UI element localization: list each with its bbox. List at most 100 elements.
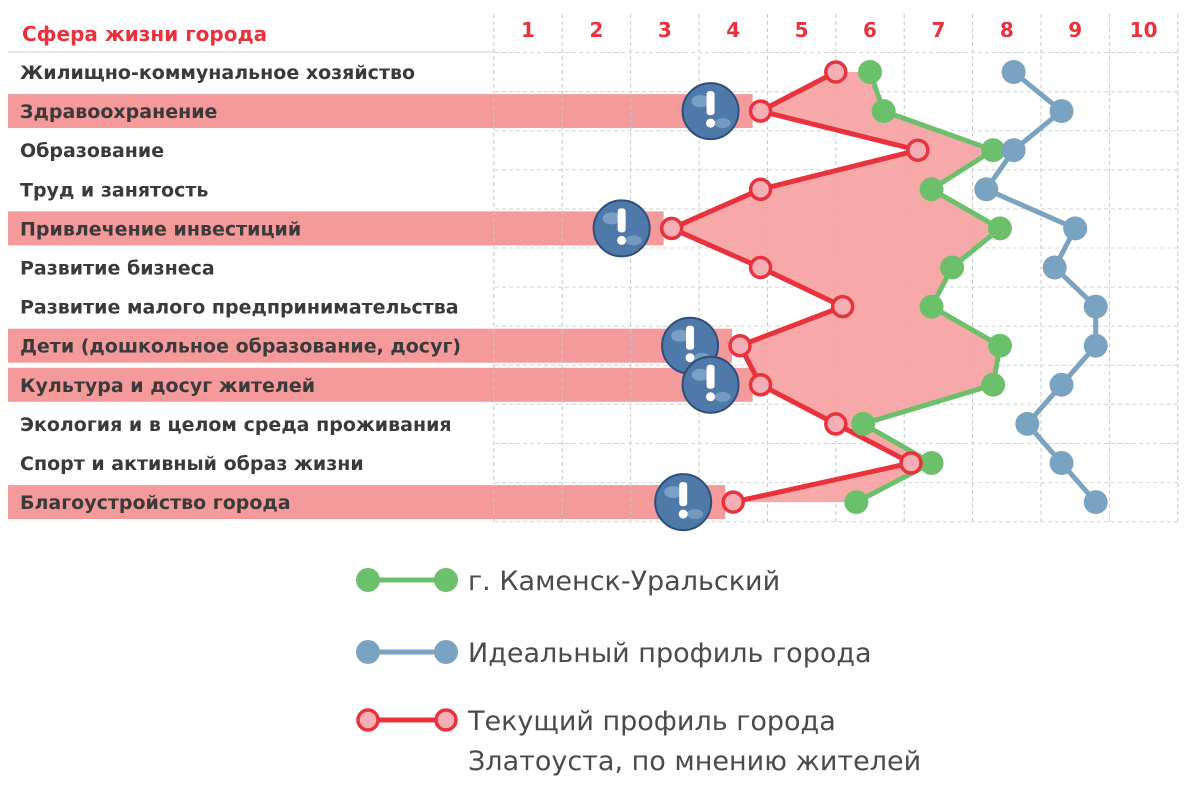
exclamation-globe-icon — [681, 82, 740, 141]
category-label: Развитие малого предпринимательства — [20, 297, 459, 319]
globe-continent — [625, 235, 642, 246]
point-kamensk — [987, 216, 1012, 241]
globe-continent — [691, 368, 710, 381]
x-tick-label: 3 — [658, 18, 672, 42]
point-ideal — [1083, 490, 1108, 515]
point-ideal — [1049, 451, 1074, 475]
point-zlatoust — [659, 216, 684, 241]
legend-label: Златоуста, по мнению жителей — [468, 746, 921, 777]
globe-continent — [691, 95, 710, 108]
point-zlatoust — [824, 60, 848, 84]
point-ideal — [1049, 99, 1074, 124]
point-kamensk — [981, 372, 1006, 397]
exclamation-globe-icon — [681, 355, 740, 414]
legend-item-kamensk: г. Каменск-Уральский — [356, 566, 780, 597]
x-tick-label: 2 — [589, 18, 603, 42]
point-kamensk — [919, 177, 944, 202]
highlight-band — [8, 367, 753, 402]
exclamation-bar — [706, 91, 715, 116]
legend-marker — [356, 640, 380, 664]
legend-marker — [434, 708, 458, 732]
highlight-band — [8, 94, 753, 129]
highlight-band — [8, 328, 733, 363]
category-labels: Жилищно-коммунальное хозяйствоЗдравоохра… — [20, 62, 461, 514]
point-zlatoust — [899, 451, 923, 475]
category-label: Культура и досуг жителей — [20, 375, 315, 397]
point-ideal — [1001, 138, 1026, 163]
globe-continent — [671, 329, 690, 342]
gap-area-fill — [671, 72, 1000, 503]
point-zlatoust — [748, 373, 773, 397]
warning-icons — [592, 82, 740, 532]
point-zlatoust — [748, 255, 773, 280]
gap-area — [671, 72, 1000, 503]
series-points — [659, 60, 1108, 515]
point-ideal — [1063, 216, 1088, 241]
point-zlatoust — [748, 99, 773, 123]
exclamation-dot — [678, 509, 688, 519]
category-label: Привлечение инвестиций — [20, 218, 301, 240]
point-ideal — [1083, 294, 1108, 319]
point-zlatoust — [748, 177, 773, 202]
category-label: Спорт и активный образ жизни — [20, 453, 364, 475]
point-kamensk — [844, 490, 869, 515]
x-tick-label: 8 — [1000, 18, 1014, 42]
legend-label: Текущий профиль города — [467, 706, 836, 737]
legend-marker — [356, 568, 380, 592]
exclamation-bar — [686, 325, 695, 350]
exclamation-bar — [706, 364, 715, 389]
exclamation-dot — [685, 353, 695, 363]
exclamation-globe-icon — [592, 199, 651, 258]
point-kamensk — [858, 60, 882, 84]
exclamation-bar — [679, 482, 688, 507]
highlight-bands — [8, 94, 753, 520]
globe-continent — [714, 391, 731, 402]
series-line-kamensk — [855, 71, 1003, 505]
point-kamensk — [851, 411, 876, 436]
point-kamensk — [871, 99, 896, 124]
legend-marker — [356, 708, 380, 732]
category-label: Дети (дошкольное образование, досуг) — [20, 336, 461, 358]
point-ideal — [1015, 411, 1040, 436]
point-ideal — [1083, 333, 1108, 358]
legend-item-ideal: Идеальный профиль города — [356, 638, 872, 669]
globe-continent — [714, 118, 731, 129]
category-label: Труд и занятость — [20, 179, 208, 201]
series-line-zlatoust — [669, 69, 921, 505]
category-label: Здравоохранение — [20, 101, 217, 123]
point-kamensk — [987, 333, 1012, 358]
x-tick-label: 10 — [1130, 18, 1158, 42]
category-label: Развитие бизнеса — [20, 258, 215, 280]
category-label: Образование — [20, 140, 164, 162]
legend-label: Идеальный профиль города — [468, 638, 872, 669]
category-label: Жилищно-коммунальное хозяйство — [20, 62, 415, 84]
point-zlatoust — [906, 138, 930, 162]
point-ideal — [974, 177, 999, 202]
x-tick-label: 1 — [521, 18, 535, 42]
point-zlatoust — [721, 490, 745, 514]
x-tick-label: 6 — [863, 18, 877, 42]
globe-continent — [687, 509, 704, 520]
highlight-band — [8, 211, 664, 246]
category-label: Экология и в целом среда проживания — [20, 414, 452, 436]
legend-marker — [434, 640, 458, 664]
x-tick-label: 7 — [931, 18, 945, 42]
exclamation-dot — [617, 235, 627, 245]
x-tick-label: 4 — [726, 18, 740, 42]
point-ideal — [1001, 60, 1026, 84]
exclamation-dot — [706, 392, 716, 402]
globe-continent — [602, 212, 621, 225]
legend-label: г. Каменск-Уральский — [468, 566, 780, 597]
category-label: Благоустройство города — [20, 492, 291, 514]
highlight-band — [8, 485, 726, 520]
exclamation-globe-icon — [654, 473, 713, 532]
point-ideal — [1049, 372, 1074, 397]
exclamation-dot — [706, 118, 716, 128]
column-header: Сфера жизни города — [22, 22, 267, 46]
x-tick-label: 9 — [1068, 18, 1082, 42]
exclamation-bar — [617, 208, 626, 233]
